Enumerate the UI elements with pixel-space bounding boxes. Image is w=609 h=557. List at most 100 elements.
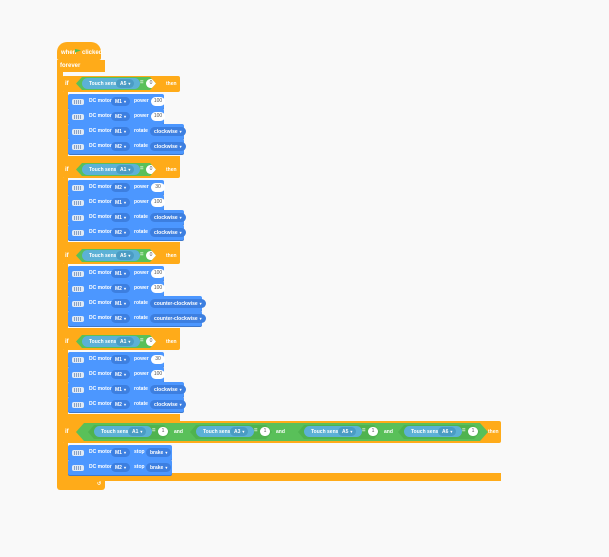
if-4-then-label: then xyxy=(166,339,177,345)
if-4-motor-2-motor-dropdown[interactable]: M2▾ xyxy=(111,370,130,379)
if-5-cond-2-port-dropdown[interactable]: A3▾ xyxy=(230,427,248,436)
if-2-motor-2-motor-dropdown[interactable]: M1▾ xyxy=(111,198,130,207)
if-2-port-dropdown[interactable]: A1▾ xyxy=(116,165,134,174)
if-3-motor-4-value-dropdown[interactable]: counter-clockwise▾ xyxy=(150,314,206,323)
if-1-port-dropdown[interactable]: A5▾ xyxy=(116,79,134,88)
if-3-motor-4-action-label: rotate xyxy=(134,315,148,321)
if-5-cond-4-port-dropdown[interactable]: A6▾ xyxy=(438,427,456,436)
if-4-motor-2-value-input[interactable]: 100 xyxy=(151,370,165,379)
if-2-motor-3-value-dropdown[interactable]: clockwise▾ xyxy=(150,213,186,222)
forever-block[interactable]: forever xyxy=(57,60,105,72)
if-2-motor-1-motor-value: M2 xyxy=(115,185,122,191)
if-5-cond-3-compare-value[interactable]: 1 xyxy=(368,427,378,436)
if-2-motor-4-motor-dropdown[interactable]: M2▾ xyxy=(111,228,130,237)
if-5-motor-2-motor-dropdown[interactable]: M2▾ xyxy=(111,463,130,472)
if-4-motor-4-value-dropdown[interactable]: clockwise▾ xyxy=(150,400,186,409)
if-5-cond-1-compare-value[interactable]: 1 xyxy=(158,427,168,436)
if-5-cond-1-port-dropdown[interactable]: A1▾ xyxy=(128,427,146,436)
if-1-motor-1-motor-dropdown[interactable]: M1▾ xyxy=(111,97,130,106)
if-5-cond-4-compare-value[interactable]: 1 xyxy=(468,427,478,436)
if-1-equals-sign: = xyxy=(140,80,144,86)
if-4-compare-value[interactable]: 0 xyxy=(146,337,156,346)
if-3-motor-2-motor-dropdown[interactable]: M2▾ xyxy=(111,284,130,293)
if-4-motor-1-motor-dropdown[interactable]: M1▾ xyxy=(111,355,130,364)
if-4-motor-4-motor-dropdown[interactable]: M2▾ xyxy=(111,400,130,409)
if-5-cond-2-compare-value[interactable]: 1 xyxy=(260,427,270,436)
if-2-motor-1-motor-dropdown[interactable]: M2▾ xyxy=(111,183,130,192)
if-1-motor-3-motor-dropdown[interactable]: M1▾ xyxy=(111,127,130,136)
if-1-compare-value[interactable]: 0 xyxy=(146,79,156,88)
if-4-motor-3-value-dropdown[interactable]: clockwise▾ xyxy=(150,385,186,394)
if-3-motor-2-value-input[interactable]: 100 xyxy=(151,284,165,293)
if-2-motor-3-motor-dropdown[interactable]: M1▾ xyxy=(111,213,130,222)
if-3-port-dropdown[interactable]: A5▾ xyxy=(116,251,134,260)
if-1-motor-2-motor-icon xyxy=(72,114,84,120)
if-5-cond-3-port-dropdown[interactable]: A5▾ xyxy=(338,427,356,436)
if-1-motor-1-value-input[interactable]: 100 xyxy=(151,97,165,106)
if-2-compare-value[interactable]: 0 xyxy=(146,165,156,174)
if-1-motor-2-value-input[interactable]: 100 xyxy=(151,112,165,121)
if-2-motor-1-value-input[interactable]: 30 xyxy=(151,183,165,192)
if-5-motor-2-value-dropdown[interactable]: brake▾ xyxy=(146,463,172,472)
if-3-motor-3-motor-dropdown[interactable]: M1▾ xyxy=(111,299,130,308)
if-3-motor-1-value-input[interactable]: 100 xyxy=(151,269,165,278)
if-3-motor-3-value-dropdown[interactable]: counter-clockwise▾ xyxy=(150,299,206,308)
if-1-motor-4-value-dropdown[interactable]: clockwise▾ xyxy=(150,142,186,151)
if-2-motor-3-action-label: rotate xyxy=(134,214,148,220)
if-5-motor-1-value-dropdown[interactable]: brake▾ xyxy=(146,448,172,457)
if-2-motor-2-value-input[interactable]: 100 xyxy=(151,198,165,207)
if-3-motor-1-motor-dropdown[interactable]: M1▾ xyxy=(111,269,130,278)
if-3-motor-4-motor-dropdown[interactable]: M2▾ xyxy=(111,314,130,323)
if-1-motor-4-motor-dropdown[interactable]: M2▾ xyxy=(111,142,130,151)
if-3-compare-value[interactable]: 0 xyxy=(146,251,156,260)
if-5-motor-1-motor-dropdown[interactable]: M1▾ xyxy=(111,448,130,457)
if-1-motor-2-motor-dropdown[interactable]: M2▾ xyxy=(111,112,130,121)
if-1-motor-3-value-dropdown[interactable]: clockwise▾ xyxy=(150,127,186,136)
if-4-port-dropdown[interactable]: A1▾ xyxy=(116,337,134,346)
if-4-motor-1-value-input[interactable]: 30 xyxy=(151,355,165,364)
if-4-motor-3-motor-dropdown[interactable]: M1▾ xyxy=(111,385,130,394)
if-2-motor-4-value-dropdown[interactable]: clockwise▾ xyxy=(150,228,186,237)
